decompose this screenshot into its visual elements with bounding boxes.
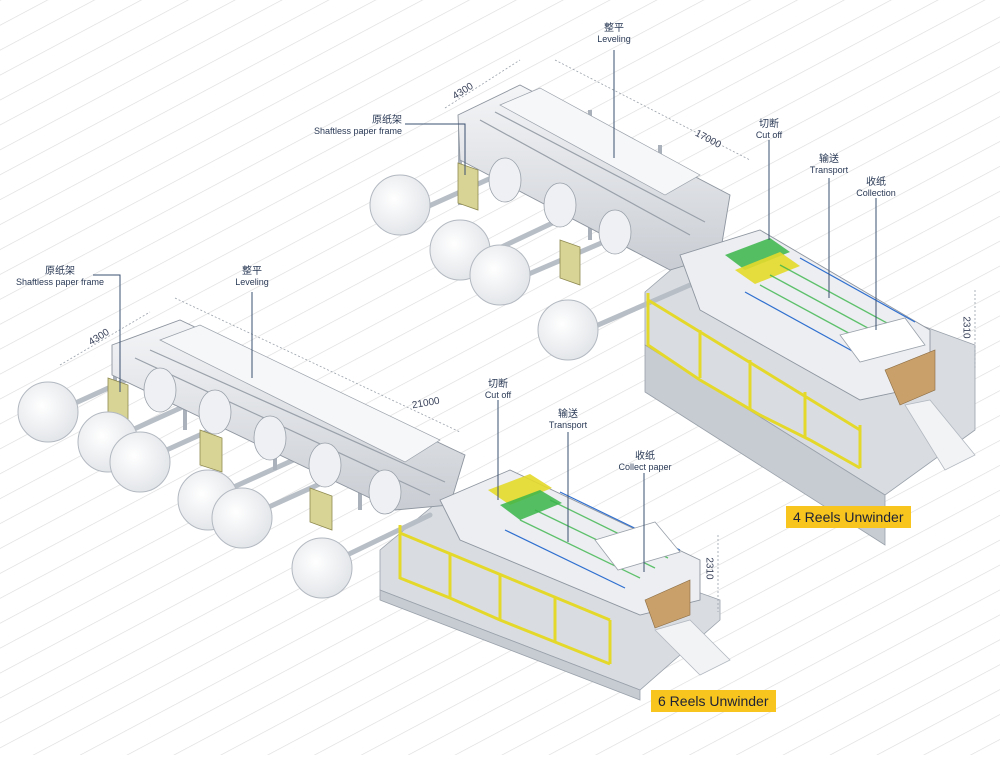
label-collect-6: 收纸 Collect paper [608,451,682,472]
label-en: Collection [856,187,896,198]
label-zh: 切断 [759,119,779,130]
dimension-height-6: 2310 [703,557,715,580]
label-zh: 收纸 [866,177,886,188]
label-leveling-4: 整平 Leveling [588,23,640,44]
label-zh: 整平 [604,23,624,34]
label-leveling-6: 整平 Leveling [226,266,278,287]
label-en: Shaftless paper frame [313,125,402,136]
label-en: Transport [548,419,588,430]
label-cutoff-4: 切断 Cut off [744,119,794,140]
label-zh: 原纸架 [372,115,402,126]
label-en: Collect paper [618,461,672,472]
label-zh: 切断 [488,379,508,390]
machine-4-reels [369,84,976,546]
leader-lines [93,50,877,572]
label-zh: 收纸 [635,451,655,462]
label-en: Leveling [597,33,631,44]
label-frame-4: 原纸架 Shaftless paper frame [290,115,402,136]
label-en: Transport [809,164,849,175]
label-zh: 输送 [819,154,839,165]
label-en: Shaftless paper frame [15,276,105,287]
label-zh: 整平 [242,266,262,277]
badge-6-reels: 6 Reels Unwinder [651,690,776,712]
label-collection-4: 收纸 Collection [846,177,906,198]
label-en: Cut off [755,129,783,140]
label-transport-6: 输送 Transport [538,409,598,430]
label-transport-4: 输送 Transport [800,154,858,175]
label-en: Leveling [235,276,269,287]
label-frame-6: 原纸架 Shaftless paper frame [4,266,116,287]
dimension-lines [59,59,976,612]
label-zh: 原纸架 [45,266,75,277]
label-zh: 输送 [558,409,578,420]
dimension-height-4: 2310 [960,316,972,339]
machine-6-reels [17,319,731,701]
label-cutoff-6: 切断 Cut off [473,379,523,400]
badge-4-reels: 4 Reels Unwinder [786,506,911,528]
label-en: Cut off [484,389,512,400]
